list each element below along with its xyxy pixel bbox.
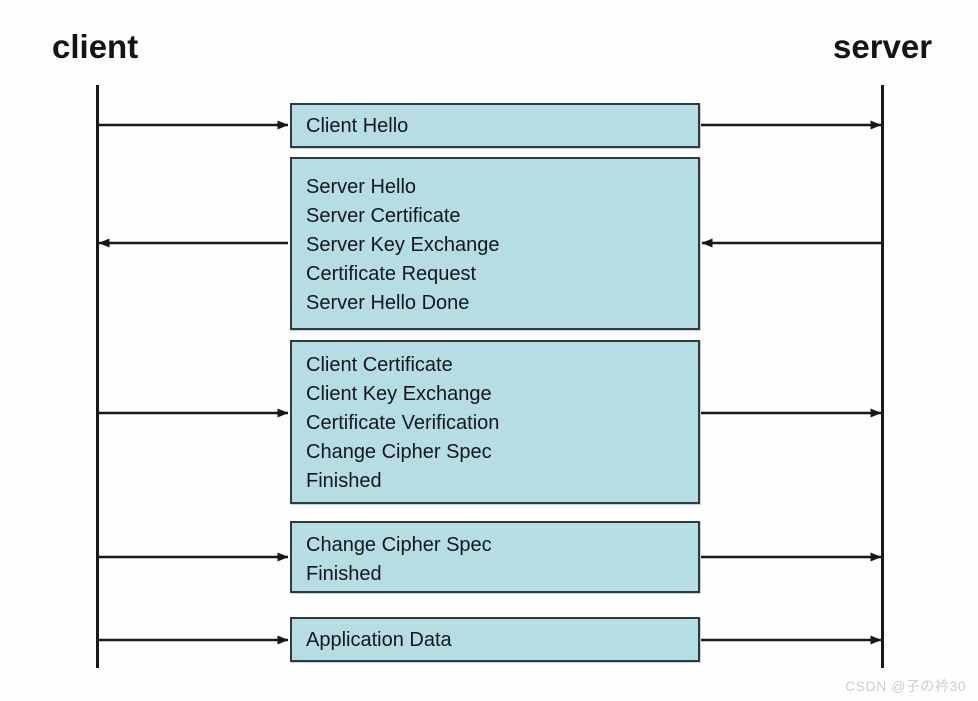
message-line: Server Hello Done	[306, 292, 470, 314]
message-line: Finished	[306, 563, 382, 585]
actor-label-client: client	[52, 28, 139, 65]
message-lines: Client Certificate Client Key Exchange C…	[292, 342, 698, 503]
message-box-change-cipher-spec-group[interactable]: Change Cipher Spec Finished	[290, 521, 700, 593]
message-box-application-data[interactable]: Application Data	[290, 617, 700, 662]
message-box-server-hello-group[interactable]: Server Hello Server Certificate Server K…	[290, 157, 700, 330]
message-lines: Change Cipher Spec Finished	[292, 523, 698, 596]
message-lines: Client Hello	[292, 105, 698, 148]
message-line: Change Cipher Spec	[306, 441, 492, 463]
message-line: Server Certificate	[306, 205, 461, 227]
message-line: Change Cipher Spec	[306, 534, 492, 556]
lifeline-server	[881, 85, 884, 668]
message-lines: Server Hello Server Certificate Server K…	[292, 159, 698, 325]
message-line: Client Hello	[306, 115, 409, 137]
message-line: Client Key Exchange	[306, 383, 492, 405]
message-line: Application Data	[306, 629, 452, 651]
lifeline-client	[96, 85, 99, 668]
message-line: Server Hello	[306, 176, 417, 198]
message-lines: Application Data	[292, 619, 698, 662]
message-line: Certificate Verification	[306, 412, 500, 434]
actor-label-server: server	[833, 28, 933, 65]
message-box-client-certificate-group[interactable]: Client Certificate Client Key Exchange C…	[290, 340, 700, 504]
message-line: Server Key Exchange	[306, 234, 500, 256]
message-line: Certificate Request	[306, 263, 477, 285]
message-box-client-hello[interactable]: Client Hello	[290, 103, 700, 148]
watermark: CSDN @子の衿30	[845, 678, 966, 694]
message-line: Finished	[306, 470, 382, 492]
message-line: Client Certificate	[306, 354, 453, 376]
